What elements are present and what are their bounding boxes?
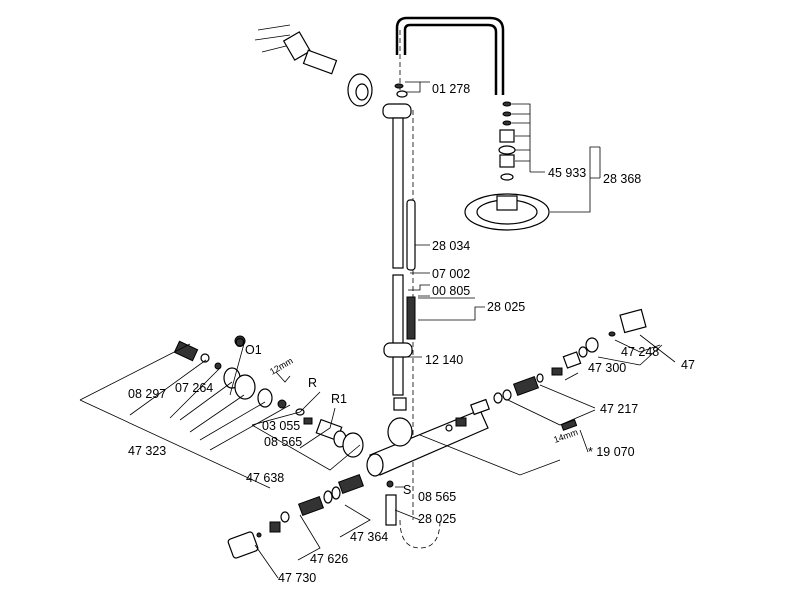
label-12mm: 12mm xyxy=(268,356,295,377)
label-07264: 07 264 xyxy=(175,381,213,395)
label-47217: 47 217 xyxy=(600,402,638,416)
label-28368: 28 368 xyxy=(603,172,641,186)
label-08297: 08 297 xyxy=(128,387,166,401)
label-47323: 47 323 xyxy=(128,444,166,458)
hand-shower xyxy=(406,199,416,340)
right-parts xyxy=(445,308,647,432)
shower-arm xyxy=(395,16,505,95)
leader-lines xyxy=(79,81,676,579)
label-r: R xyxy=(308,376,317,390)
label-00805: 00 805 xyxy=(432,284,470,298)
label-12140: 12 140 xyxy=(425,353,463,367)
label-47730: 47 730 xyxy=(278,571,316,585)
label-14mm: 14mm xyxy=(552,427,579,445)
label-o: O xyxy=(235,336,245,350)
label-28025-bottom: 28 025 xyxy=(418,512,456,526)
label-r1: R1 xyxy=(331,392,347,406)
label-47: 47 xyxy=(681,358,695,372)
label-45933: 45 933 xyxy=(548,166,586,180)
head-fittings xyxy=(498,101,516,181)
label-47248: 47 248 xyxy=(621,345,659,359)
label-47638: 47 638 xyxy=(246,471,284,485)
label-07002: 07 002 xyxy=(432,267,470,281)
label-47364: 47 364 xyxy=(350,530,388,544)
label-19070: * 19 070 xyxy=(588,445,635,459)
wall-bracket-parts xyxy=(254,24,408,107)
label-28034: 28 034 xyxy=(432,239,470,253)
thermostat-body xyxy=(366,409,489,549)
label-47626: 47 626 xyxy=(310,552,348,566)
riser-rail xyxy=(382,103,414,520)
label-47300: 47 300 xyxy=(588,361,626,375)
label-28025-top: 28 025 xyxy=(487,300,525,314)
label-o1: O1 xyxy=(245,343,262,357)
label-08565-bottom: 08 565 xyxy=(418,490,456,504)
bottom-parts xyxy=(227,473,394,559)
label-08565-left: 08 565 xyxy=(264,435,302,449)
label-03055: 03 055 xyxy=(262,419,300,433)
part-number-labels: 01 278 45 933 28 368 28 034 07 002 00 80… xyxy=(128,82,695,585)
rain-shower-head xyxy=(464,193,550,231)
label-01278: 01 278 xyxy=(432,82,470,96)
label-s: S xyxy=(403,483,411,497)
